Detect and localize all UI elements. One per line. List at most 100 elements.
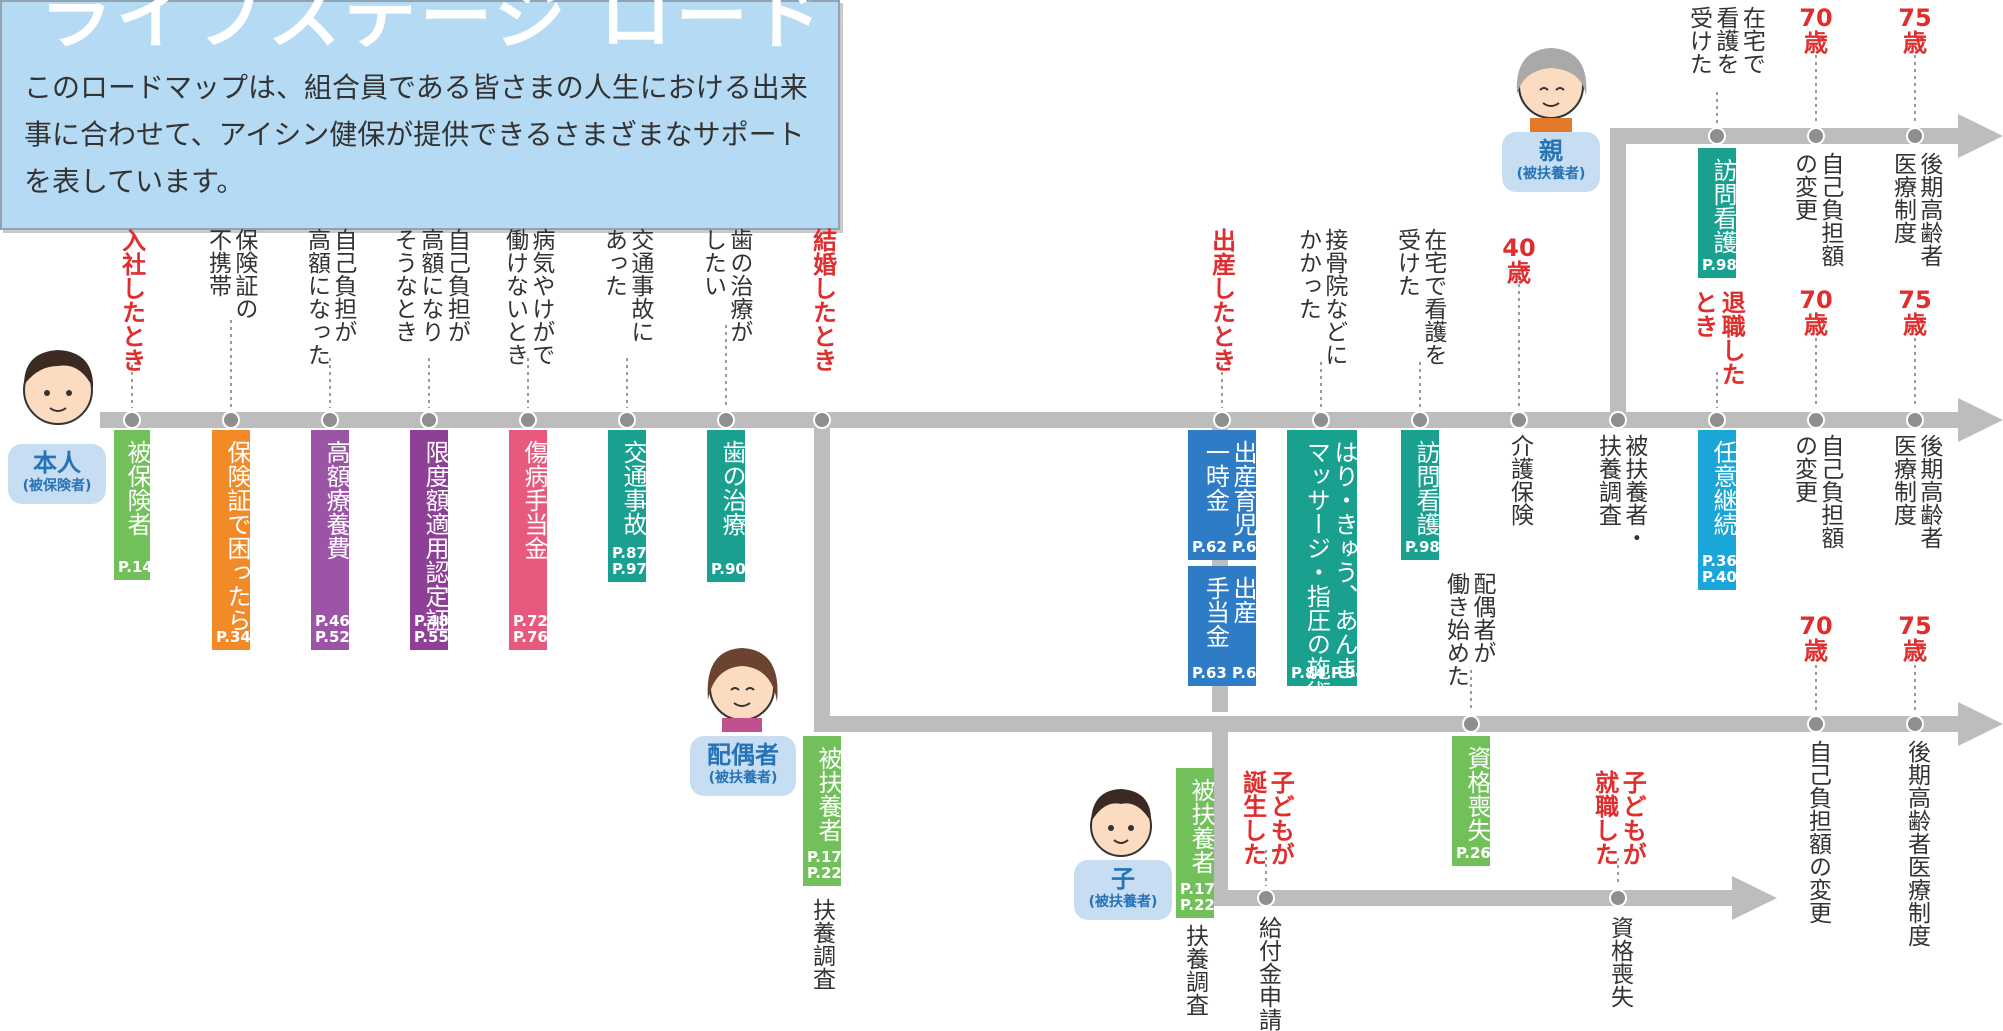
box-shussan-teatekin[interactable]: 出産 手当金 P.63 P.68 [1188,566,1267,686]
timeline-child-branch [1212,730,1228,900]
event-shussan: 出産したとき [1207,228,1236,372]
box-pages: P.98 [1405,538,1440,556]
node [420,411,438,429]
box-gendogaku-ninteisho[interactable]: 限度額適用認定証 P.48 P.55 [410,430,449,650]
box-hihokensha[interactable]: 被保険者 P.14 [114,430,153,580]
box-pages: P.98 [1702,256,1737,274]
persona-self-status: (被保険者) [22,478,92,494]
persona-child-status: (被扶養者) [1088,894,1158,910]
result-kouki-koreisha: 後期高齢者 医療制度 [1889,434,1942,549]
age-40-main: 40 歳 [1502,234,1536,287]
arrow-parent [1958,114,2003,158]
box-label: 歯の治療 [718,440,746,536]
box-pages: P.90 [711,560,746,578]
persona-child-badge: 子 (被扶養者) [1074,860,1172,920]
node [1807,127,1825,145]
box-kogaku-ryoyohi[interactable]: 高額療養費 P.46 P.52 [311,430,350,650]
parent-result-kouki: 後期高齢者 医療制度 [1889,152,1942,267]
timeline-parent-branch [1610,128,1626,420]
persona-spouse-badge: 配偶者 (被扶養者) [690,736,796,796]
age-70-spouse: 70 歳 [1799,612,1833,665]
spouse-event-hataraki: 配偶者が 働き始めた [1442,572,1495,687]
arrow-spouse [1958,702,2003,746]
parent-result-jiko-futan: 自己負担額 の変更 [1790,152,1843,267]
box-pages: P.34 [216,628,251,646]
age-70-main: 70 歳 [1799,286,1833,339]
persona-spouse-status: (被扶養者) [708,770,778,786]
child-result-fuyou-chousa: 扶養調査 [1181,924,1208,1016]
box-shobyo-teatekin[interactable]: 傷病手当金 P.72 P.76 [509,430,548,650]
box-label: 出産 手当金 [1201,576,1257,648]
persona-parent-status: (被扶養者) [1516,166,1586,182]
roadmap-description: このロードマップは、組合員である皆さまの人生における出来事に合わせて、アイシン健… [24,71,808,198]
age-75-main: 75 歳 [1898,286,1932,339]
box-label: 被保険者 [123,440,151,536]
event-jiko-futan-kogaku-yotei: 自己負担が 高額になり そうなとき [390,228,470,343]
persona-self-badge: 本人 (被保険者) [8,444,106,504]
node [1510,411,1528,429]
spouse-box-hifuyosha[interactable]: 被扶養者 P.17 P.22 [803,736,842,886]
box-label: 訪問看護 [1709,158,1737,254]
event-sekkotsuin: 接骨院などに かかった [1294,228,1347,366]
arrow-main [1958,398,2003,442]
box-pages: P.17 P.22 [807,848,842,882]
node [1609,411,1627,429]
spouse-box-shikaku-soshitsu[interactable]: 資格喪失 P.26 [1452,736,1491,866]
node [1312,411,1330,429]
box-shussan-ikuji-ichijikin[interactable]: 出産育児 一時金 P.62 P.64 [1188,430,1267,560]
spouse-result-kouki: 後期高齢者医療制度 [1903,740,1930,947]
node [1708,411,1726,429]
timeline-main [100,412,1958,428]
node [321,411,339,429]
box-hokensho-komattara[interactable]: 保険証で困ったら P.34 [212,430,251,650]
box-nini-keizoku[interactable]: 任意継続 P.36 P.40 [1698,430,1737,590]
result-kaigo-hoken: 介護保険 [1506,434,1533,526]
box-homon-kango[interactable]: 訪問看護 P.98 [1401,430,1440,560]
avatar-spouse [707,648,778,732]
box-pages: P.87 P.97 [612,544,647,578]
age-75-spouse: 75 歳 [1898,612,1932,665]
node [519,411,537,429]
box-label: 交通事故 [619,440,647,536]
node [1708,127,1726,145]
box-pages: P.62 P.64 [1192,538,1267,556]
timeline-spouse [814,716,1958,732]
box-label: 被扶養者 [814,746,842,842]
box-hari-kyu-shiatsu[interactable]: はり・きゅう、あんま・ マッサージ・指圧の施術 P.84 P.94 [1287,430,1366,704]
node [717,411,735,429]
node [222,411,240,429]
node [123,411,141,429]
age-75-parent: 75 歳 [1898,4,1932,57]
node [1906,127,1924,145]
persona-spouse-name: 配偶者 [707,741,779,769]
persona-child-name: 子 [1111,865,1135,893]
node [1609,889,1627,907]
result-jiko-futan-henko: 自己負担額 の変更 [1790,434,1843,549]
event-byoki-kega: 病気やけがで 働けないとき [501,228,554,366]
box-pages: P.26 [1456,844,1491,862]
box-pages: P.72 P.76 [513,612,548,646]
event-jiko-futan-kogaku: 自己負担が 高額になった [303,228,356,366]
box-label: 任意継続 [1709,440,1737,536]
parent-box-homon-kango[interactable]: 訪問看護 P.98 [1698,148,1737,278]
box-label: 傷病手当金 [520,440,548,560]
box-ha-chiryo[interactable]: 歯の治療 P.90 [707,430,746,582]
box-kotsu-jiko[interactable]: 交通事故 P.87 P.97 [608,430,647,582]
node [1906,411,1924,429]
box-pages: P.84 P.94 [1291,664,1366,682]
box-label: 出産育児 一時金 [1201,440,1257,536]
child-result-shikaku-soshitsu: 資格喪失 [1606,916,1633,1008]
child-box-hifuyosha[interactable]: 被扶養者 P.17 P.22 [1176,768,1215,918]
child-result-kyufukin: 給付金申請 [1254,916,1281,1031]
node [1807,411,1825,429]
node [813,411,831,429]
box-pages: P.17 P.22 [1180,880,1215,914]
box-label: 被扶養者 [1187,778,1215,874]
persona-self-name: 本人 [33,449,81,477]
timeline-parent [1610,128,1958,144]
avatar-self [23,350,94,425]
box-label: 資格喪失 [1463,746,1491,842]
event-nyusha: 入社したとき [117,228,146,372]
box-label: 高額療養費 [322,440,350,560]
age-70-parent: 70 歳 [1799,4,1833,57]
